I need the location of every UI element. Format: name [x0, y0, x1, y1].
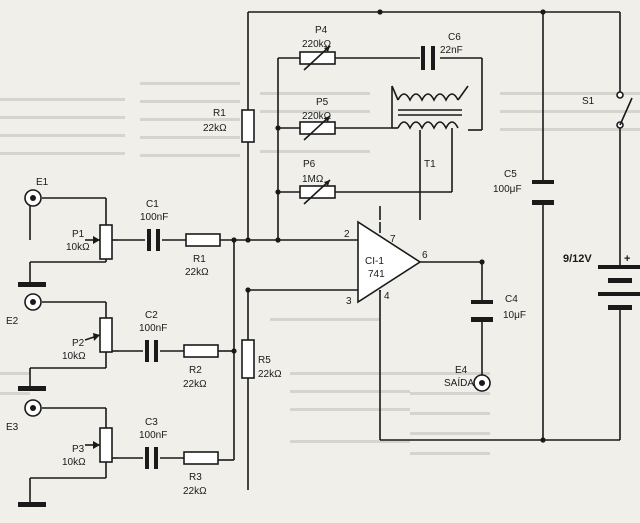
c4-value: 10μF: [503, 310, 526, 321]
c1-value: 100nF: [140, 212, 168, 223]
resistor-r3: [183, 451, 219, 465]
battery: [598, 265, 640, 318]
background-text: [0, 82, 640, 455]
jack-e4-label: E4: [455, 365, 468, 376]
r1-name: R1: [193, 254, 206, 265]
c4-name: C4: [505, 294, 518, 305]
p3-name: P3: [72, 444, 85, 455]
potentiometer-p1: [85, 224, 118, 260]
p5-name: P5: [316, 97, 329, 108]
capacitor-c4: [471, 300, 493, 322]
c1-name: C1: [146, 199, 159, 210]
jack-e2: [18, 293, 46, 391]
c6-value: 22nF: [440, 45, 463, 56]
jack-e4: [473, 374, 491, 392]
t1-name: T1: [424, 159, 436, 170]
r1a-value: 22kΩ: [203, 123, 227, 134]
capacitor-c3: [145, 447, 158, 469]
capacitor-c5: [532, 180, 554, 205]
jack-e1-label: E1: [36, 177, 49, 188]
opamp-ci1: [357, 220, 422, 304]
s1-name: S1: [582, 96, 595, 107]
r1a-name: R1: [213, 108, 226, 119]
capacitor-c2: [145, 340, 158, 362]
junction-dots: [231, 9, 546, 443]
c3-name: C3: [145, 417, 158, 428]
p2-value: 10kΩ: [62, 351, 86, 362]
resistor-r2: [183, 344, 219, 358]
r2-value: 22kΩ: [183, 379, 207, 390]
p5-value: 220kΩ: [302, 111, 332, 122]
r3-name: R3: [189, 472, 202, 483]
potentiometer-p5: [299, 115, 336, 141]
p4-value: 220kΩ: [302, 39, 332, 50]
ic-pin3: 3: [346, 296, 352, 307]
c6-name: C6: [448, 32, 461, 43]
jack-e3: [18, 399, 46, 507]
r1-value: 22kΩ: [185, 267, 209, 278]
jack-e1: [18, 189, 46, 287]
ic-pin4: 4: [384, 291, 390, 302]
transformer-t1: [391, 85, 469, 160]
p2-name: P2: [72, 338, 85, 349]
p1-name: P1: [72, 229, 85, 240]
p1-value: 10kΩ: [66, 242, 90, 253]
r5-value: 22kΩ: [258, 369, 282, 380]
c2-value: 100nF: [139, 323, 167, 334]
ic-name: CI-1: [365, 256, 384, 267]
resistor-r1: [185, 233, 221, 247]
ic-pin6: 6: [422, 250, 428, 261]
r3-value: 22kΩ: [183, 486, 207, 497]
capacitor-c6: [421, 46, 435, 70]
switch-s1: [616, 91, 633, 129]
c3-value: 100nF: [139, 430, 167, 441]
p6-name: P6: [303, 159, 316, 170]
battery-plus: +: [624, 253, 630, 265]
p4-name: P4: [315, 25, 328, 36]
potentiometer-p2: [84, 317, 118, 353]
labels: P4 220kΩ P5 220kΩ P6 1MΩ P1 10kΩ P2 10kΩ…: [6, 25, 630, 497]
ic-pin2: 2: [344, 229, 350, 240]
potentiometer-p3: [85, 427, 118, 463]
jack-e4-sublabel: SAÍDA: [444, 376, 474, 389]
jack-e2-label: E2: [6, 316, 19, 327]
potentiometer-p6: [299, 179, 336, 205]
p6-value: 1MΩ: [302, 174, 324, 185]
potentiometer-p4: [299, 45, 336, 71]
p3-value: 10kΩ: [62, 457, 86, 468]
c2-name: C2: [145, 310, 158, 321]
r2-name: R2: [189, 365, 202, 376]
resistor-r1-vertical: [241, 109, 255, 143]
capacitor-c1: [147, 229, 160, 251]
battery-voltage: 9/12V: [563, 253, 592, 265]
wires: [29, 11, 621, 505]
c5-name: C5: [504, 169, 517, 180]
c5-value: 100μF: [493, 184, 522, 195]
ic-part: 741: [368, 269, 385, 280]
resistor-r5: [241, 339, 255, 379]
jack-e3-label: E3: [6, 422, 19, 433]
r5-name: R5: [258, 355, 271, 366]
ic-pin7: 7: [390, 234, 396, 245]
